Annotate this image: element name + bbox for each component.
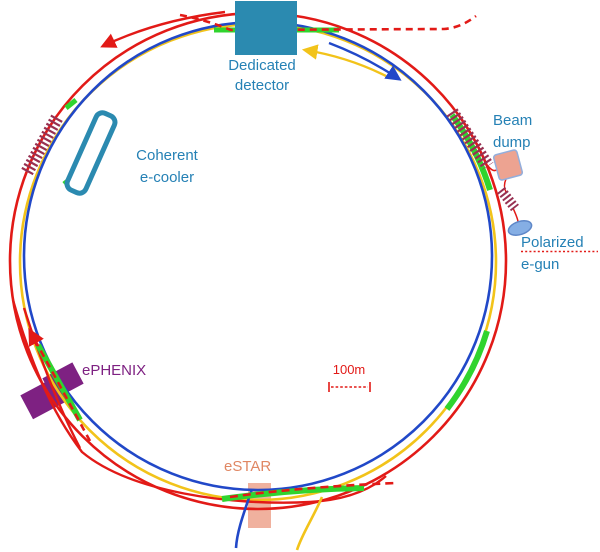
cooler-label-line1: Coherent [136, 147, 199, 164]
beam-dump-label-line2: dump [493, 134, 531, 151]
cooler-label-line2: e-cooler [140, 169, 194, 186]
red-dashed-detector-chicane [179, 13, 477, 32]
detector-label-line1: Dedicated [228, 57, 296, 74]
green-segment-beam-dump [449, 113, 493, 191]
scale-bar-label: 100m [333, 362, 366, 377]
red-dashed-estar [229, 481, 397, 499]
blue-direction-arrow [328, 41, 402, 81]
estar-label: eSTAR [224, 458, 271, 475]
linac-green-segments [35, 27, 493, 502]
labels: Dedicated detector Coherent e-cooler Bea… [82, 57, 598, 475]
ephenix-label: ePHENIX [82, 362, 146, 379]
yellow-exit-line [295, 496, 324, 551]
egun-coil-icon [497, 186, 519, 212]
polarized-egun-ellipse [507, 220, 533, 236]
red-direction-arrow [100, 10, 226, 48]
beam-dump-coil-icon [446, 108, 494, 170]
scale-bar: 100m [328, 362, 371, 392]
scale-bar-end-ticks [328, 382, 371, 392]
beam-dump-label-line1: Beam [493, 112, 532, 129]
yellow-direction-arrow [301, 44, 387, 78]
dedicated-detector-box [235, 1, 297, 55]
egun-label-line1: Polarized [521, 234, 584, 251]
cooler-coil-icon [21, 112, 64, 176]
cooler-cavity-outline [64, 110, 118, 196]
red-bypass-line [11, 299, 387, 504]
beam-dump-block [492, 149, 524, 181]
green-tick-cooler-top [64, 98, 78, 110]
red-bypass-inner-line [22, 307, 82, 449]
red-dashed-ephenix-arrow [28, 328, 92, 442]
green-segment-lower-right [444, 330, 490, 411]
detector-label-line2: detector [235, 77, 289, 94]
yellow-ring [18, 22, 498, 502]
egun-label-line2: e-gun [521, 256, 559, 273]
